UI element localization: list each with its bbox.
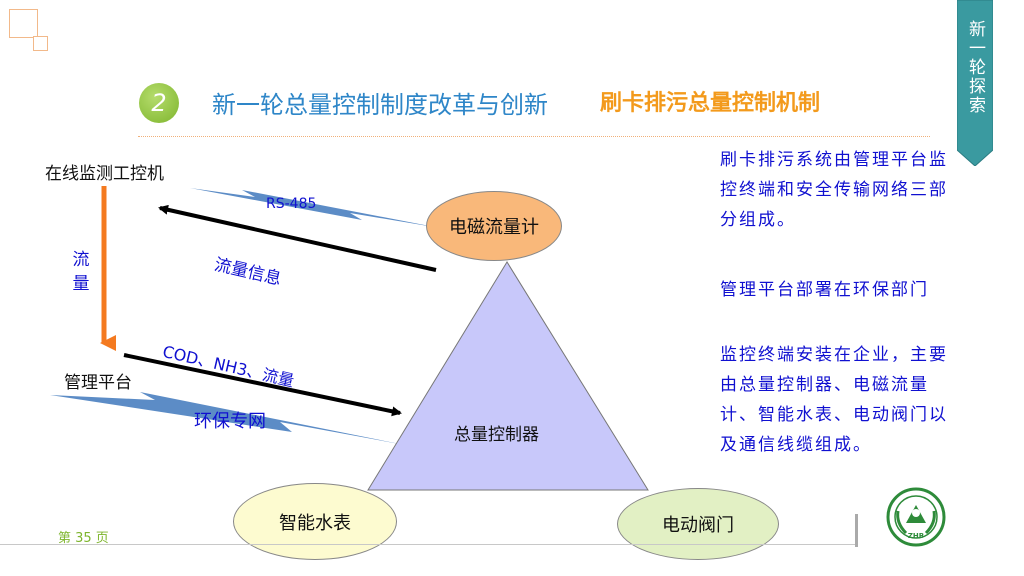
cod-data-arrow: [123, 353, 402, 417]
flow-info-arrow: [158, 204, 437, 272]
controller-triangle: [367, 261, 649, 491]
smart-meter-node: 智能水表: [233, 483, 397, 560]
corner-decoration-small: [33, 36, 48, 51]
management-platform-label: 管理平台: [64, 373, 132, 393]
description-para-1: 刷卡排污系统由管理平台监控终端和安全传输网络三部分组成。: [720, 150, 948, 230]
description-para-2: 管理平台部署在环保部门: [720, 280, 929, 300]
bookmark-ribbon-icon: [957, 0, 993, 166]
page-number: 第 35 页: [58, 531, 109, 546]
slide-title: 新一轮总量控制制度改革与创新: [212, 91, 548, 119]
footer-bar: [855, 514, 858, 547]
footer-divider: [0, 544, 858, 545]
lightning-bolt-upper: [190, 188, 440, 228]
lightning-bolt-lower: [50, 392, 405, 445]
env-network-label: 环保专网: [194, 411, 266, 432]
environmental-protection-logo-icon: ZHB: [886, 487, 946, 547]
section-number-badge: 2: [139, 83, 179, 123]
title-divider: [138, 136, 930, 137]
controller-label: 总量控制器: [454, 425, 539, 445]
electric-valve-node: 电动阀门: [617, 488, 779, 560]
description-para-3: 监控终端安装在企业，主要由总量控制器、电磁流量计、智能水表、电动阀门以及通信线缆…: [720, 345, 948, 455]
corner-decoration: [9, 9, 38, 38]
slide-subtitle: 刷卡排污总量控制机制: [600, 91, 821, 116]
logo-text: ZHB: [908, 532, 924, 540]
online-monitor-label: 在线监测工控机: [45, 164, 164, 184]
side-tag-label: 新一轮探索: [965, 20, 985, 115]
rs485-label: RS-485: [266, 196, 317, 212]
em-flowmeter-node: 电磁流量计: [426, 191, 562, 261]
flow-vertical-label: 流 量: [72, 250, 90, 294]
